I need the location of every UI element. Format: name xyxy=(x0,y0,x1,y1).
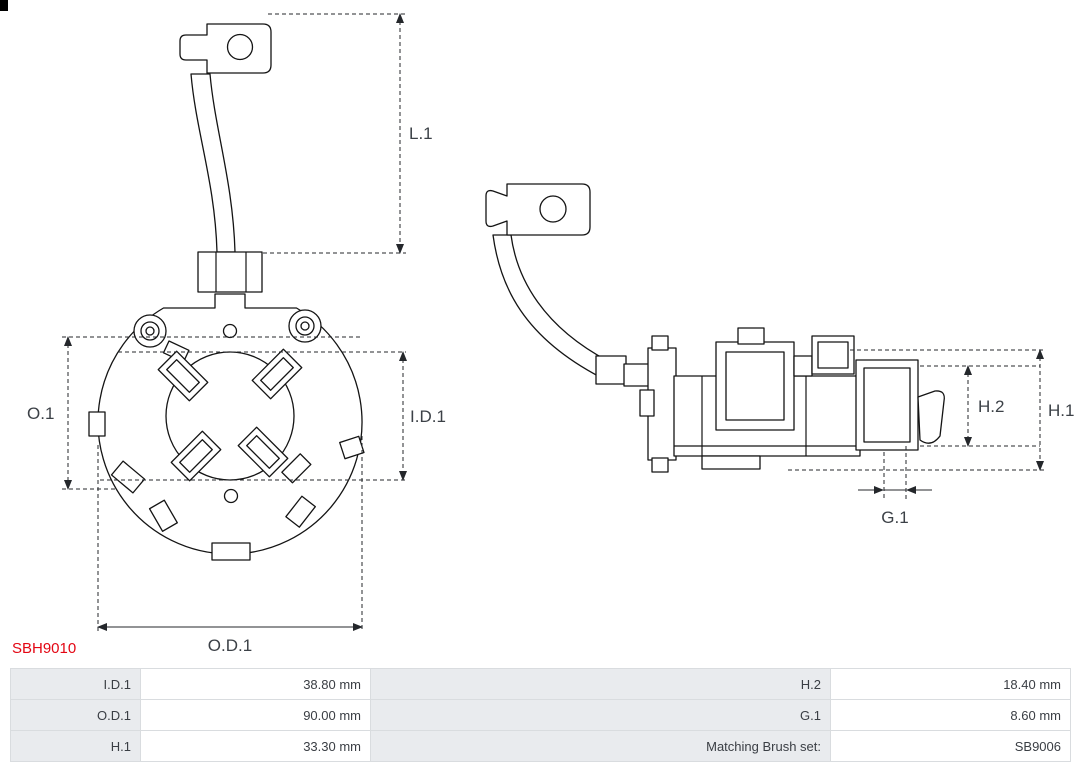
spec-value: SB9006 xyxy=(830,730,1071,762)
brush-box-tab xyxy=(737,327,765,345)
wire-entry-block xyxy=(197,251,263,293)
spring-clip-inner xyxy=(817,341,849,369)
brush-box-inner xyxy=(725,351,785,421)
spec-label: I.D.1 xyxy=(10,668,141,700)
body-foot xyxy=(701,455,761,470)
dimension-od1: O.D.1 xyxy=(97,436,363,655)
edge-tab xyxy=(339,435,365,460)
spec-value: 38.80 mm xyxy=(140,668,371,700)
brush-box xyxy=(237,426,289,478)
pivot-hole-top xyxy=(222,323,238,339)
side-view xyxy=(485,183,945,473)
mount-eyelet-left xyxy=(145,326,155,336)
dimension-id1: I.D.1 xyxy=(100,351,446,481)
brush-inner xyxy=(863,367,911,443)
spec-row: O.D.1 90.00 mm G.1 8.60 mm xyxy=(10,699,1071,731)
dimension-g1: G.1 xyxy=(858,446,932,527)
edge-tab xyxy=(110,460,146,494)
spec-row: I.D.1 38.80 mm H.2 18.40 mm xyxy=(10,668,1071,700)
dimension-h2: H.2 xyxy=(920,365,1040,447)
spec-value: 8.60 mm xyxy=(830,699,1071,731)
brush-box xyxy=(157,350,209,402)
body-step xyxy=(793,355,813,377)
spec-label: O.D.1 xyxy=(10,699,141,731)
dimension-l1: L.1 xyxy=(263,13,433,254)
dimension-label-id1: I.D.1 xyxy=(410,407,446,426)
spec-row: H.1 33.30 mm Matching Brush set: SB9006 xyxy=(10,730,1071,762)
brush-box xyxy=(170,430,222,482)
spec-label: Matching Brush set: xyxy=(370,730,831,762)
dimension-label-l1: L.1 xyxy=(409,124,433,143)
bracket-notch xyxy=(639,389,655,417)
mount-eyelet-right xyxy=(300,321,310,331)
bracket-tab xyxy=(651,335,669,351)
lead-wire xyxy=(492,234,609,378)
dimension-h1: H.1 xyxy=(788,349,1074,471)
front-view xyxy=(88,23,365,561)
spec-value: 33.30 mm xyxy=(140,730,371,762)
spec-label: G.1 xyxy=(370,699,831,731)
corner-mark xyxy=(0,0,8,11)
edge-tab-bottom xyxy=(211,542,251,561)
wire-grommet xyxy=(595,355,627,385)
edge-tab xyxy=(88,411,106,437)
spec-table: I.D.1 38.80 mm H.2 18.40 mm O.D.1 90.00 … xyxy=(10,668,1071,762)
spec-label: H.2 xyxy=(370,668,831,700)
dimension-o1: O.1 xyxy=(27,336,362,490)
spec-value: 90.00 mm xyxy=(140,699,371,731)
terminal-hole xyxy=(539,195,567,223)
bracket-tab xyxy=(651,457,669,473)
part-number: SBH9010 xyxy=(12,640,77,657)
terminal-hole xyxy=(226,33,254,61)
wire-grommet xyxy=(623,363,651,387)
lead-wire xyxy=(190,73,236,253)
technical-drawing: L.1 O.1 I.D.1 O.D.1 xyxy=(27,13,1074,655)
edge-tab xyxy=(285,495,316,528)
spec-value: 18.40 mm xyxy=(830,668,1071,700)
spec-label: H.1 xyxy=(10,730,141,762)
brush-box xyxy=(251,348,303,400)
dimension-label-h2: H.2 xyxy=(978,397,1004,416)
dimension-label-od1: O.D.1 xyxy=(208,636,252,655)
dimension-label-g1: G.1 xyxy=(881,508,908,527)
pivot-hole-bottom xyxy=(223,488,239,504)
dimension-label-h1: H.1 xyxy=(1048,401,1074,420)
dimension-label-o1: O.1 xyxy=(27,404,54,423)
plate-slot xyxy=(281,453,312,484)
terminal-lug xyxy=(485,183,591,236)
terminal-lug xyxy=(179,23,272,74)
edge-tab xyxy=(148,499,178,532)
retainer-hook xyxy=(917,390,945,444)
